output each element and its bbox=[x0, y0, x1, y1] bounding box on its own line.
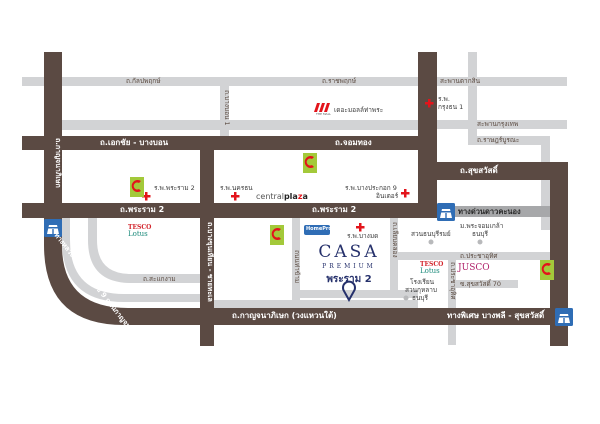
road-label-bang-khun-thian: ถ.บางขุนเทียน - ชายทะเล bbox=[206, 222, 214, 302]
poi-school-line3: ธนบุรี bbox=[412, 294, 429, 302]
road-label-rat-burana: ถ.ราษฎร์บูรณะ bbox=[477, 136, 520, 144]
poi-homepro: HomePro bbox=[306, 226, 332, 232]
poi-tesco-line1: TESCO bbox=[128, 224, 152, 231]
poi-suan-thon: สวนธนบุรีรมย์ bbox=[411, 230, 451, 238]
poi-hosp-bangprakok-line1: ร.พ.บางประกอก 9 bbox=[345, 184, 397, 192]
central-plaza-text-3: a bbox=[302, 192, 308, 201]
road-label-rama2-west: ถ.พระราม 2 bbox=[120, 205, 165, 214]
the-mall-logo-icon bbox=[314, 103, 330, 112]
road-label-soi-suksawat-70: ซ.สุขสวัสดิ์ 70 bbox=[460, 280, 502, 288]
central-plaza-text-2: pla bbox=[283, 192, 298, 201]
expressway-icon bbox=[555, 308, 573, 326]
poi-kmutt-line2: ธนบุรี bbox=[472, 230, 489, 238]
hospital-cross-icon bbox=[142, 99, 434, 232]
road-label-ratchaphruek: ถ.ราชพฤกษ์ bbox=[322, 77, 356, 85]
road-label-kanchanaphisek-outer: ถ.กาญจนาภิเษก (วงแหวนใต้) bbox=[232, 311, 337, 320]
poi-the-mall: เดอะมอลล์ท่าพระ bbox=[334, 106, 384, 114]
the-mall-logo-text: THE MALL bbox=[316, 112, 331, 116]
road-label-pracha-uthit-vertical: ถ.ประชาอุทิศ bbox=[449, 262, 457, 300]
road-label-sakae-ngam: ถ.สะแกงาม bbox=[143, 275, 176, 283]
project-location: พระราม 2 bbox=[326, 274, 372, 285]
road-label-pracha-uthit: ถ.ประชาอุทิศ bbox=[460, 252, 498, 260]
poi-central-plaza: centralplaza bbox=[256, 193, 308, 201]
poi-tesco-line2: Lotus bbox=[128, 230, 148, 238]
project-tier: PREMIUM bbox=[322, 263, 376, 270]
expressway-icon bbox=[437, 203, 455, 221]
map-pin-icon bbox=[342, 280, 356, 303]
road-label-krungthep-bridge: สะพานกรุงเทพ bbox=[477, 120, 519, 128]
homepro-logo-icon bbox=[304, 225, 330, 235]
project-name: CASA bbox=[318, 242, 380, 262]
poi-school-line2: สวนกุหลาบ bbox=[405, 286, 438, 294]
road-label-bang-bon-1: ถ.บางบอน 1 bbox=[223, 90, 231, 126]
road-label-liap-khlong: ถ.เลียบคลอง bbox=[391, 222, 399, 258]
poi-dot-icon bbox=[403, 239, 483, 301]
road-label-rama2-east: ถ.พระราม 2 bbox=[312, 205, 357, 214]
poi-hosp-nakhon: ร.พ.นครธน bbox=[220, 184, 253, 192]
poi-tesco2-line2: Lotus bbox=[420, 267, 440, 275]
central-plaza-text-1: central bbox=[256, 192, 284, 201]
central-plaza-z-icon: z bbox=[297, 192, 303, 201]
road-label-kanlapaphruek: ถ.กัลปพฤกษ์ bbox=[126, 77, 161, 85]
road-label-bang-phli-suksawat: ทางพิเศษ บางพลี - สุขสวัสดิ์ bbox=[447, 311, 545, 320]
expressway-icon bbox=[44, 219, 62, 237]
poi-hosp-rama2: ร.พ.พระราม 2 bbox=[154, 184, 195, 192]
poi-hosp-bangmod: ร.พ.บางมด bbox=[347, 232, 379, 240]
bigc-logo-icon bbox=[130, 153, 554, 280]
road-label-tha-kham: ถนนท่าข้าม bbox=[293, 250, 301, 284]
poi-jusco: JUSCO bbox=[458, 263, 490, 273]
road-label-kanchanaphisek: ถ.กาญจนาภิเษก bbox=[54, 138, 62, 188]
poi-kmutt-line1: ม.พระจอมเกล้า bbox=[460, 222, 504, 230]
minor-roads bbox=[22, 52, 567, 345]
poi-hosp-krungthon1-line2: กรุงธน 1 bbox=[438, 103, 464, 111]
road-label-dao-khanong-expressway: ทางด่วนดาวคะนอง bbox=[458, 207, 521, 216]
road-label-taksin-bridge: สะพานตากสิน bbox=[440, 77, 481, 85]
poi-tesco2-line1: TESCO bbox=[420, 261, 444, 268]
road-label-suksawat: ถ.สุขสวัสดิ์ bbox=[460, 166, 498, 175]
poi-hosp-krungthon1-line1: ร.พ. bbox=[438, 95, 450, 103]
road-label-ekkachai-bang-bon: ถ.เอกชัย - บางบอน bbox=[100, 138, 169, 147]
poi-hosp-bangprakok-line2: อินเตอร์ bbox=[376, 192, 399, 200]
poi-school-line1: โรงเรียน bbox=[410, 278, 435, 286]
expressway-dao-khanong bbox=[437, 206, 567, 217]
project-brand: CASA PREMIUM พระราม 2 bbox=[310, 242, 388, 287]
road-label-chom-thong: ถ.จอมทอง bbox=[335, 138, 372, 147]
